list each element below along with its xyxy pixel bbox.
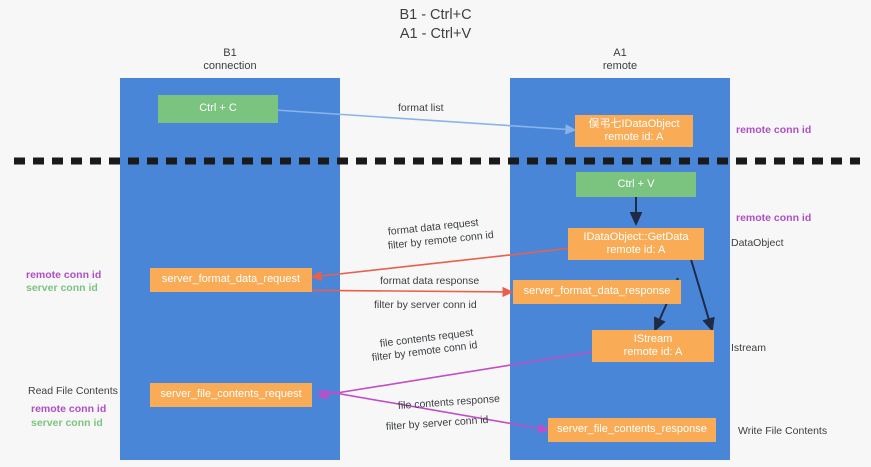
annotation-left-remote-conn-id-2: remote conn id [31,403,107,415]
edge-label-format-list-text: format list [398,102,444,114]
box-idataobject-getdata[interactable]: IDataObject::GetData remote id: A [568,228,704,260]
annotation-left-read-file-contents: Read File Contents [28,385,118,397]
annotation-right-dataobject: DataObject [731,237,784,249]
box-server-format-data-response[interactable]: server_format_data_response [513,280,681,304]
edge-label-file-contents-response: file contents response [398,393,501,413]
lane-header-b1: B1 connection [120,47,340,73]
box-ctrl-c[interactable]: Ctrl + C [158,95,278,123]
edge-label-format-data-response-filter: filter by server conn id [374,299,477,312]
box-istream-line1: IStream [633,332,673,345]
box-ctrl-c-line1: Ctrl + C [199,102,237,115]
lane-header-a1-role: remote [602,60,638,72]
box-idataobject-getdata-line2: remote id: A [606,244,666,256]
box-ctrl-v-line1: Ctrl + V [617,177,655,190]
filter-prefix: filter by [374,299,411,311]
edge-label-format-data-response-text: format data response [380,275,480,287]
lane-header-a1-name: A1 [613,47,627,59]
annotation-right-remote-conn-id-2: remote conn id [736,212,812,224]
box-ole-set-clipboard[interactable]: 俣弔七IDataObject remote id: A [575,115,693,147]
box-ole-set-clipboard-line1: 俣弔七IDataObject [588,117,680,130]
box-server-format-data-response-label: server_format_data_response [523,285,671,298]
filter-key-server-conn-id: server conn id [410,299,477,311]
annotation-right-istream: Istream [731,342,767,354]
box-server-file-contents-request[interactable]: server_file_contents_request [150,383,312,407]
box-server-format-data-request-label: server_format_data_request [161,273,301,286]
box-server-file-contents-response-label: server_file_contents_response [557,423,707,436]
box-server-format-data-request[interactable]: server_format_data_request [150,268,312,292]
filter-prefix: filter by [385,418,424,433]
page-title: B1 - Ctrl+C A1 - Ctrl+V [0,6,871,44]
edge-label-format-data-response: format data response [380,275,479,288]
lane-header-b1-name: B1 [223,47,237,59]
filter-prefix: filter by [387,236,426,252]
box-server-file-contents-request-label: server_file_contents_request [160,388,302,401]
box-ctrl-v[interactable]: Ctrl + V [576,172,696,197]
title-line-1: B1 - Ctrl+C [399,7,472,23]
edge-label-format-list: format list [398,102,444,115]
box-server-file-contents-response[interactable]: server_file_contents_response [548,418,716,442]
box-istream-line2: remote id: A [623,346,683,358]
annotation-left-server-conn-id-1: server conn id [26,282,98,294]
edge-label-file-contents-response-text: file contents response [397,392,501,412]
title-line-2: A1 - Ctrl+V [399,26,472,42]
lane-header-a1: A1 remote [510,47,730,73]
box-istream[interactable]: IStream remote id: A [592,330,714,362]
lane-header-b1-role: connection [203,60,257,72]
filter-key-server-conn-id: server conn id [422,413,489,431]
box-idataobject-getdata-line1: IDataObject::GetData [583,230,689,243]
edge-label-file-contents-response-filter: filter by server conn id [386,414,489,434]
box-ole-set-clipboard-line2: remote id: A [604,131,664,143]
annotation-left-remote-conn-id-1: remote conn id [26,269,102,281]
annotation-right-write-file-contents: Write File Contents [738,425,828,437]
annotation-right-remote-conn-id-1: remote conn id [736,124,812,136]
annotation-left-server-conn-id-2: server conn id [31,417,103,429]
filter-prefix: filter by [371,347,410,364]
